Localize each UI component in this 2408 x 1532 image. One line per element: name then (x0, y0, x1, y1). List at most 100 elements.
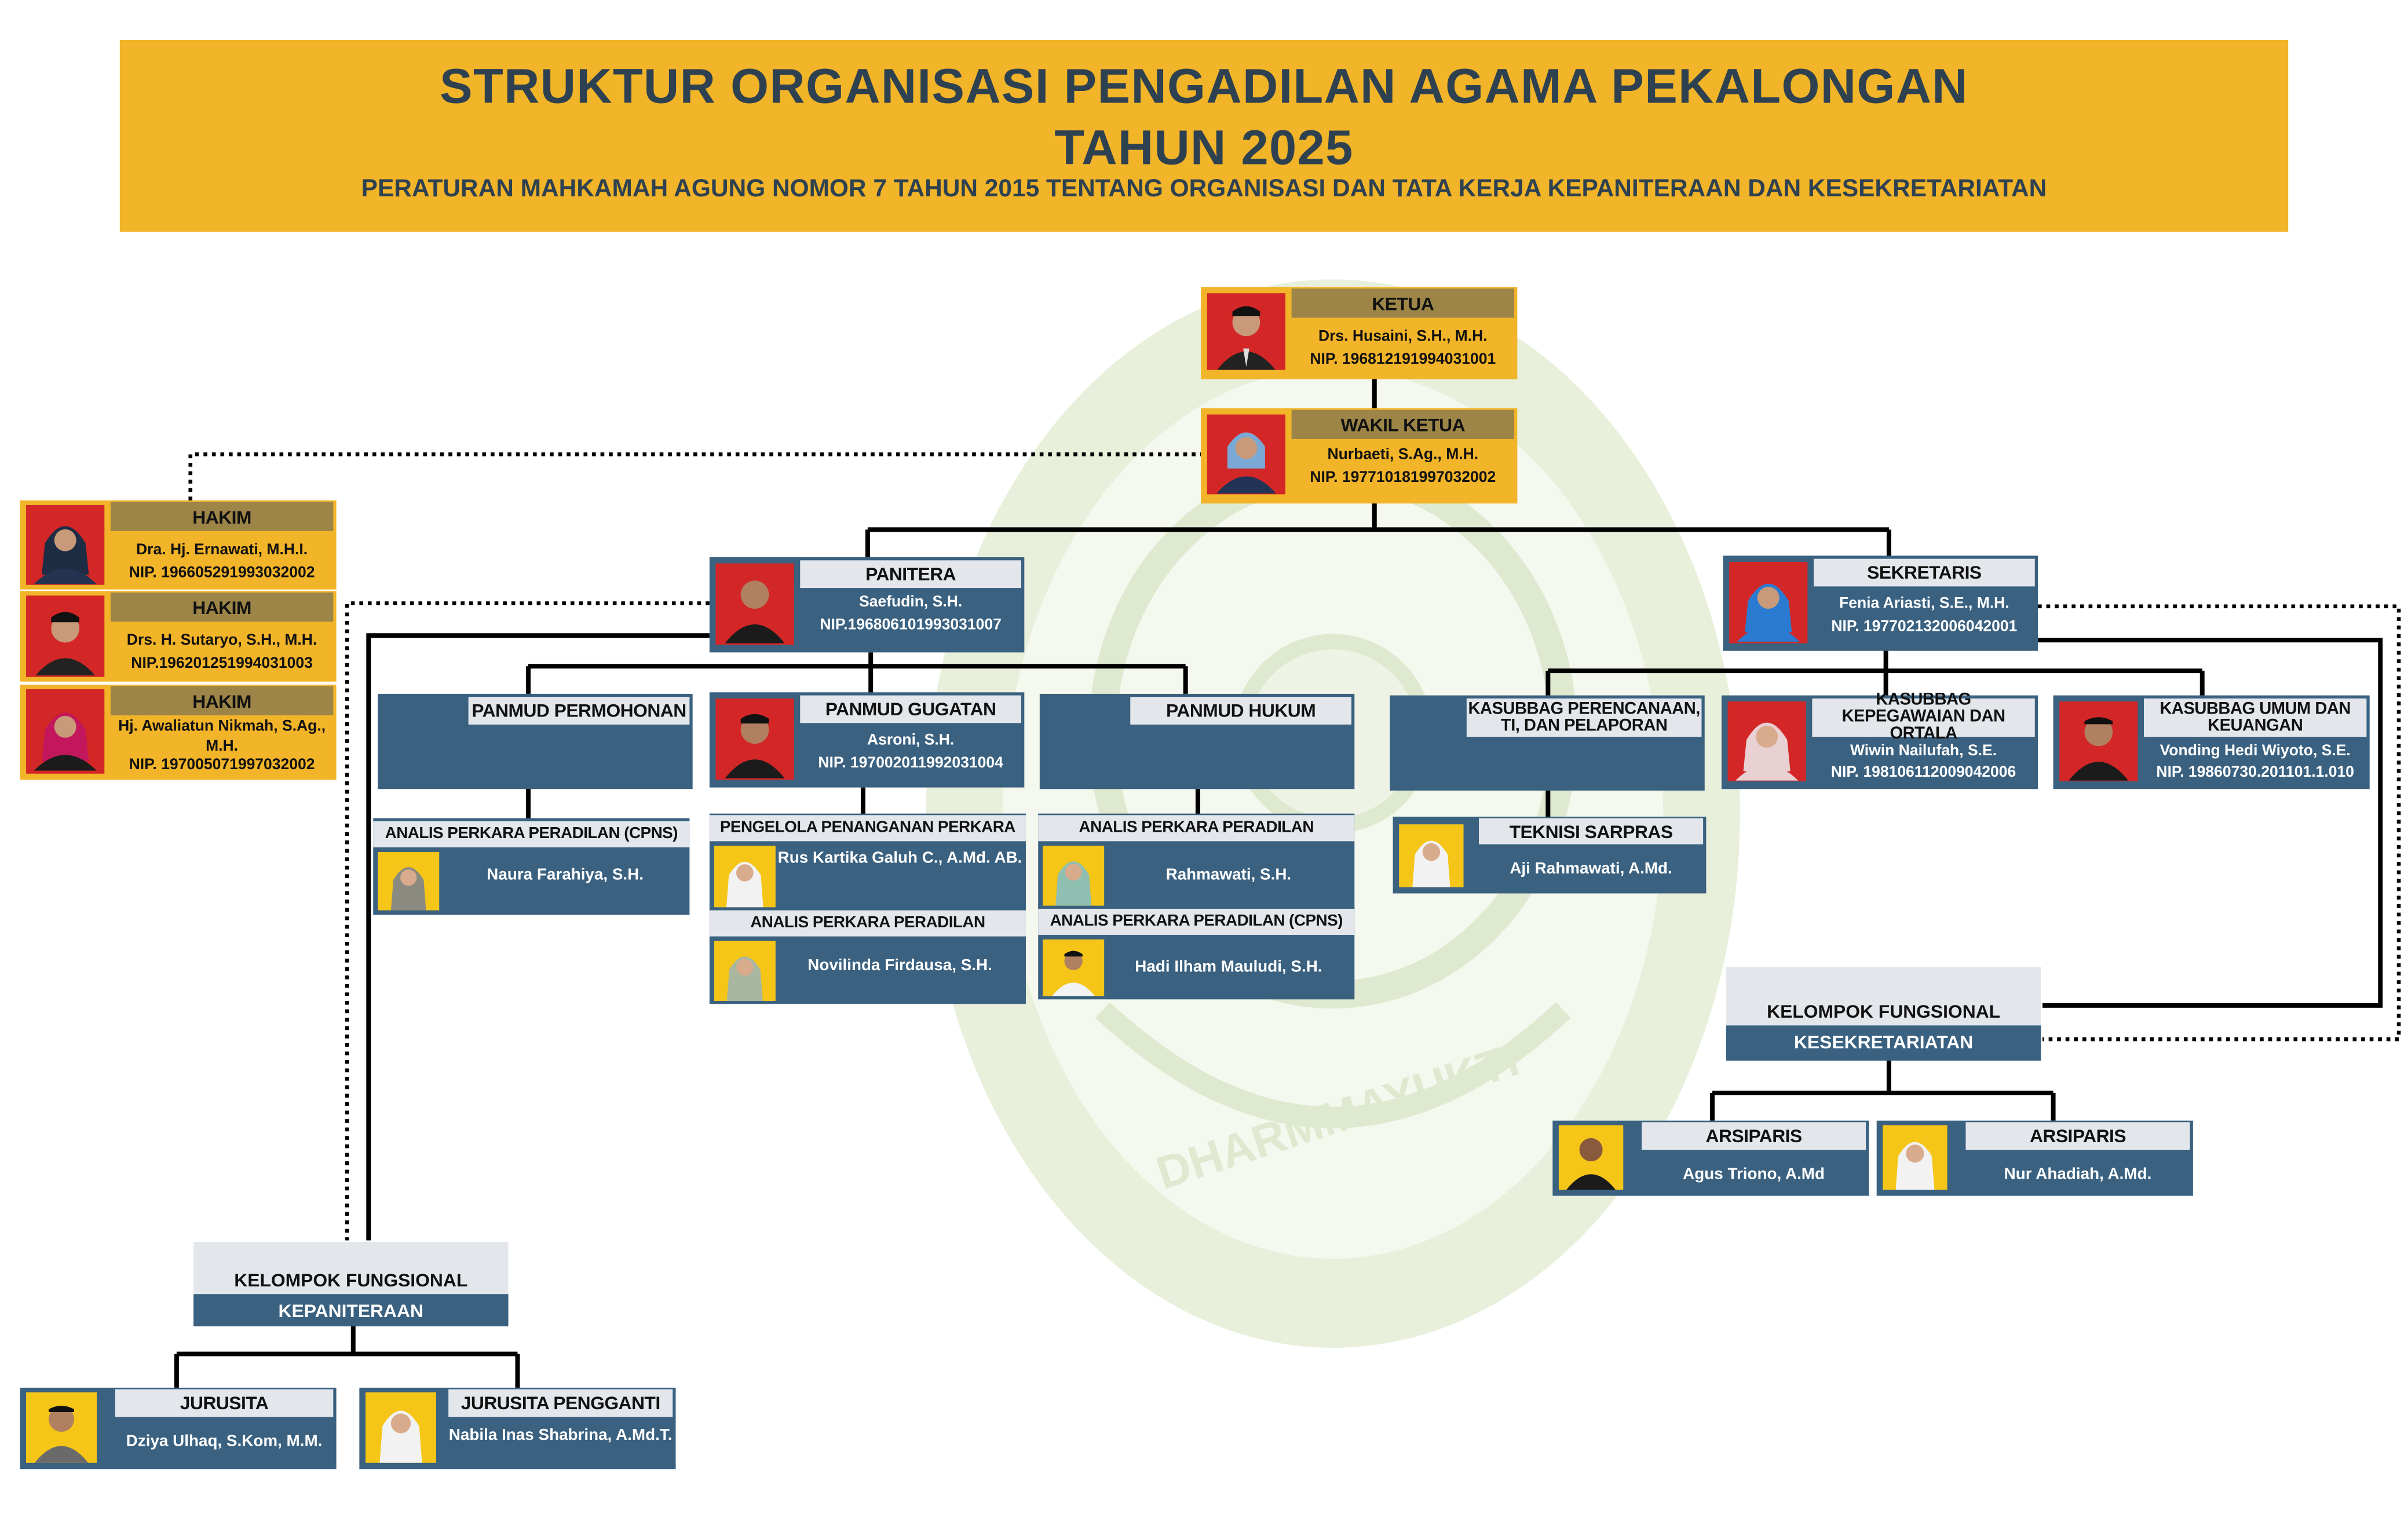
arsiparis-1-name: Agus Triono, A.Md (1683, 1165, 1825, 1184)
fungsional-kesekretariatan-title: KELOMPOK FUNGSIONAL (1726, 967, 2041, 1025)
analis-gugatan-name: Novilinda Firdausa, S.H. (807, 956, 992, 975)
wakil-ketua-nip: NIP. 197710181997032002 (1310, 469, 1496, 487)
kasubbag-ptip-card: KASUBBAG PERENCANAAN, TI, DAN PELAPORAN (1390, 695, 1705, 791)
pengelola-name: Rus Kartika Galuh C., A.Md. AB. (777, 849, 1022, 868)
hakim-2-photo (26, 595, 105, 677)
pengelola-photo (714, 846, 776, 908)
hakim-1-nip: NIP. 196605291993032002 (129, 565, 315, 582)
panmud-gugatan-role: PANMUD GUGATAN (800, 695, 1022, 723)
sekretaris-nip: NIP. 197702132006042001 (1831, 619, 2018, 636)
kasubbag-kepegawaian-photo (1727, 701, 1806, 782)
panmud-hukum-role: PANMUD HUKUM (1130, 697, 1352, 725)
teknisi-sarpras-photo (1399, 824, 1464, 887)
ketua-role: KETUA (1291, 288, 1515, 318)
jurusita-role: JURUSITA (115, 1389, 334, 1417)
analis-cpns-hukum-photo (1043, 939, 1105, 997)
line-fungsional-jurusita (174, 1326, 520, 1388)
seal-ribbon (1095, 1002, 1571, 1128)
hakim-1-photo (26, 504, 105, 585)
hakim-2-role: HAKIM (110, 593, 334, 622)
hakim-3-name: Hj. Awaliatun Nikmah, S.Ag., M.H. (118, 718, 326, 755)
analis-hukum-name: Rahmawati, S.H. (1165, 865, 1292, 884)
fungsional-kesekretariatan-subtitle: KESEKRETARIATAN (1726, 1025, 2041, 1061)
analis-cpns-permohonan-card: ANALIS PERKARA PERADILAN (CPNS) Naura Fa… (373, 818, 690, 915)
line-wakil-panitera-sekretaris (865, 502, 1891, 561)
analis-cpns-permohonan-photo (378, 851, 440, 911)
analis-cpns-hukum-card: ANALIS PERKARA PERADILAN (CPNS) Hadi Ilh… (1038, 907, 1355, 1000)
teknisi-sarpras-name: Aji Rahmawati, A.Md. (1510, 860, 1672, 878)
kasubbag-kepegawaian-nip: NIP. 198106112009042006 (1830, 764, 2016, 782)
line-fungsional-arsiparis (1710, 1059, 2056, 1121)
jurusita-pengganti-photo (365, 1392, 436, 1463)
kasubbag-umum-name: Vonding Hedi Wiyoto, S.E. (2159, 743, 2351, 760)
ketua-photo (1207, 293, 1286, 370)
ketua-card: KETUA Drs. Husaini, S.H., M.H. NIP. 1968… (1201, 287, 1518, 379)
arsiparis-card-2: ARSIPARIS Nur Ahadiah, A.Md. (1876, 1120, 2193, 1196)
arsiparis-1-role: ARSIPARIS (1642, 1122, 1866, 1150)
hakim-1-role: HAKIM (110, 502, 334, 532)
chart-year: TAHUN 2025 (1054, 119, 1354, 175)
panitera-card: PANITERA Saefudin, S.H. NIP.196806101993… (709, 557, 1025, 653)
analis-cpns-permohonan-role: ANALIS PERKARA PERADILAN (CPNS) (373, 821, 690, 847)
kasubbag-umum-card: KASUBBAG UMUM DAN KEUANGAN Vonding Hedi … (2053, 695, 2370, 789)
hakim-2-nip: NIP.196201251994031003 (131, 655, 313, 672)
hakim-card-1: HAKIM Dra. Hj. Ernawati, M.H.I. NIP. 196… (20, 500, 337, 590)
panitera-role: PANITERA (800, 560, 1022, 588)
line-sekretaris-kasubbag (1545, 649, 2205, 696)
hakim-3-role: HAKIM (110, 686, 334, 716)
jurusita-name: Dziya Ulhaq, S.Kom, M.M. (126, 1432, 323, 1451)
hakim-1-name: Dra. Hj. Ernawati, M.H.I. (136, 542, 308, 559)
sekretaris-card: SEKRETARIS Fenia Ariasti, S.E., M.H. NIP… (1723, 555, 2038, 651)
analis-hukum-role: ANALIS PERKARA PERADILAN (1038, 815, 1355, 842)
line-panitera-fungsional (366, 633, 710, 1241)
wakil-ketua-role: WAKIL KETUA (1291, 409, 1515, 439)
panmud-gugatan-nip: NIP. 197002011992031004 (818, 755, 1003, 773)
jurusita-pengganti-card: JURUSITA PENGGANTI Nabila Inas Shabrina,… (359, 1387, 676, 1469)
chart-subtitle: PERATURAN MAHKAMAH AGUNG NOMOR 7 TAHUN 2… (361, 176, 2047, 203)
analis-gugatan-role: ANALIS PERKARA PERADILAN (709, 910, 1026, 937)
hakim-card-2: HAKIM Drs. H. Sutaryo, S.H., M.H. NIP.19… (20, 591, 337, 682)
chart-title: STRUKTUR ORGANISASI PENGADILAN AGAMA PEK… (440, 58, 1968, 114)
analis-cpns-hukum-role: ANALIS PERKARA PERADILAN (CPNS) (1038, 908, 1355, 935)
sekretaris-photo (1729, 562, 1808, 643)
line-panmud-staff (526, 787, 1200, 818)
panmud-gugatan-photo (715, 698, 794, 780)
kasubbag-umum-photo (2059, 701, 2138, 782)
jurusita-card: JURUSITA Dziya Ulhaq, S.Kom, M.M. (20, 1387, 337, 1469)
jurusita-pengganti-name: Nabila Inas Shabrina, A.Md.T. (448, 1426, 673, 1445)
kasubbag-ptip-role: KASUBBAG PERENCANAAN, TI, DAN PELAPORAN (1466, 698, 1702, 737)
fungsional-kepaniteraan-title: KELOMPOK FUNGSIONAL (193, 1242, 509, 1295)
panmud-gugatan-card: PANMUD GUGATAN Asroni, S.H. NIP. 1970020… (709, 692, 1025, 788)
sekretaris-name: Fenia Ariasti, S.E., M.H. (1839, 595, 2009, 613)
fungsional-kepaniteraan-subtitle: KEPANITERAAN (193, 1294, 509, 1326)
hakim-card-3: HAKIM Hj. Awaliatun Nikmah, S.Ag., M.H. … (20, 685, 337, 780)
analis-cpns-permohonan-name: Naura Farahiya, S.H. (487, 865, 644, 884)
hakim-2-name: Drs. H. Sutaryo, S.H., M.H. (126, 632, 317, 650)
pengelola-role: PENGELOLA PENANGANAN PERKARA (709, 815, 1026, 842)
jurusita-photo (26, 1392, 97, 1463)
line-sekretaris-dotted (2038, 604, 2401, 1041)
jurusita-pengganti-role: JURUSITA PENGGANTI (448, 1389, 673, 1417)
analis-gugatan-card: ANALIS PERKARA PERADILAN Novilinda Firda… (709, 908, 1026, 1004)
teknisi-sarpras-card: TEKNISI SARPRAS Aji Rahmawati, A.Md. (1393, 816, 1707, 894)
pengelola-card: PENGELOLA PENANGANAN PERKARA Rus Kartika… (709, 813, 1026, 911)
kasubbag-kepegawaian-role: KASUBBAG KEPEGAWAIAN DAN ORTALA (1812, 692, 2035, 742)
arsiparis-1-photo (1558, 1125, 1624, 1190)
panitera-nip: NIP.196806101993031007 (820, 617, 1002, 634)
panmud-gugatan-name: Asroni, S.H. (867, 732, 955, 749)
analis-hukum-card: ANALIS PERKARA PERADILAN Rahmawati, S.H. (1038, 813, 1355, 909)
hakim-3-photo (26, 689, 105, 774)
panmud-permohonan-role: PANMUD PERMOHONAN (468, 697, 690, 725)
arsiparis-2-name: Nur Ahadiah, A.Md. (2004, 1165, 2152, 1184)
line-panitera-panmud (526, 652, 1188, 694)
wakil-ketua-name: Nurbaeti, S.Ag., M.H. (1327, 447, 1479, 464)
kasubbag-kepegawaian-card: KASUBBAG KEPEGAWAIAN DAN ORTALA Wiwin Na… (1721, 692, 2038, 789)
arsiparis-card-1: ARSIPARIS Agus Triono, A.Md (1552, 1120, 1869, 1196)
header-banner: STRUKTUR ORGANISASI PENGADILAN AGAMA PEK… (119, 39, 2289, 232)
kelompok-fungsional-kepaniteraan: KELOMPOK FUNGSIONAL KEPANITERAAN (193, 1242, 509, 1326)
arsiparis-2-role: ARSIPARIS (1965, 1122, 2190, 1150)
arsiparis-2-photo (1883, 1125, 1947, 1190)
court-seal-watermark: DHARMMAYUKTI (926, 279, 1740, 1348)
